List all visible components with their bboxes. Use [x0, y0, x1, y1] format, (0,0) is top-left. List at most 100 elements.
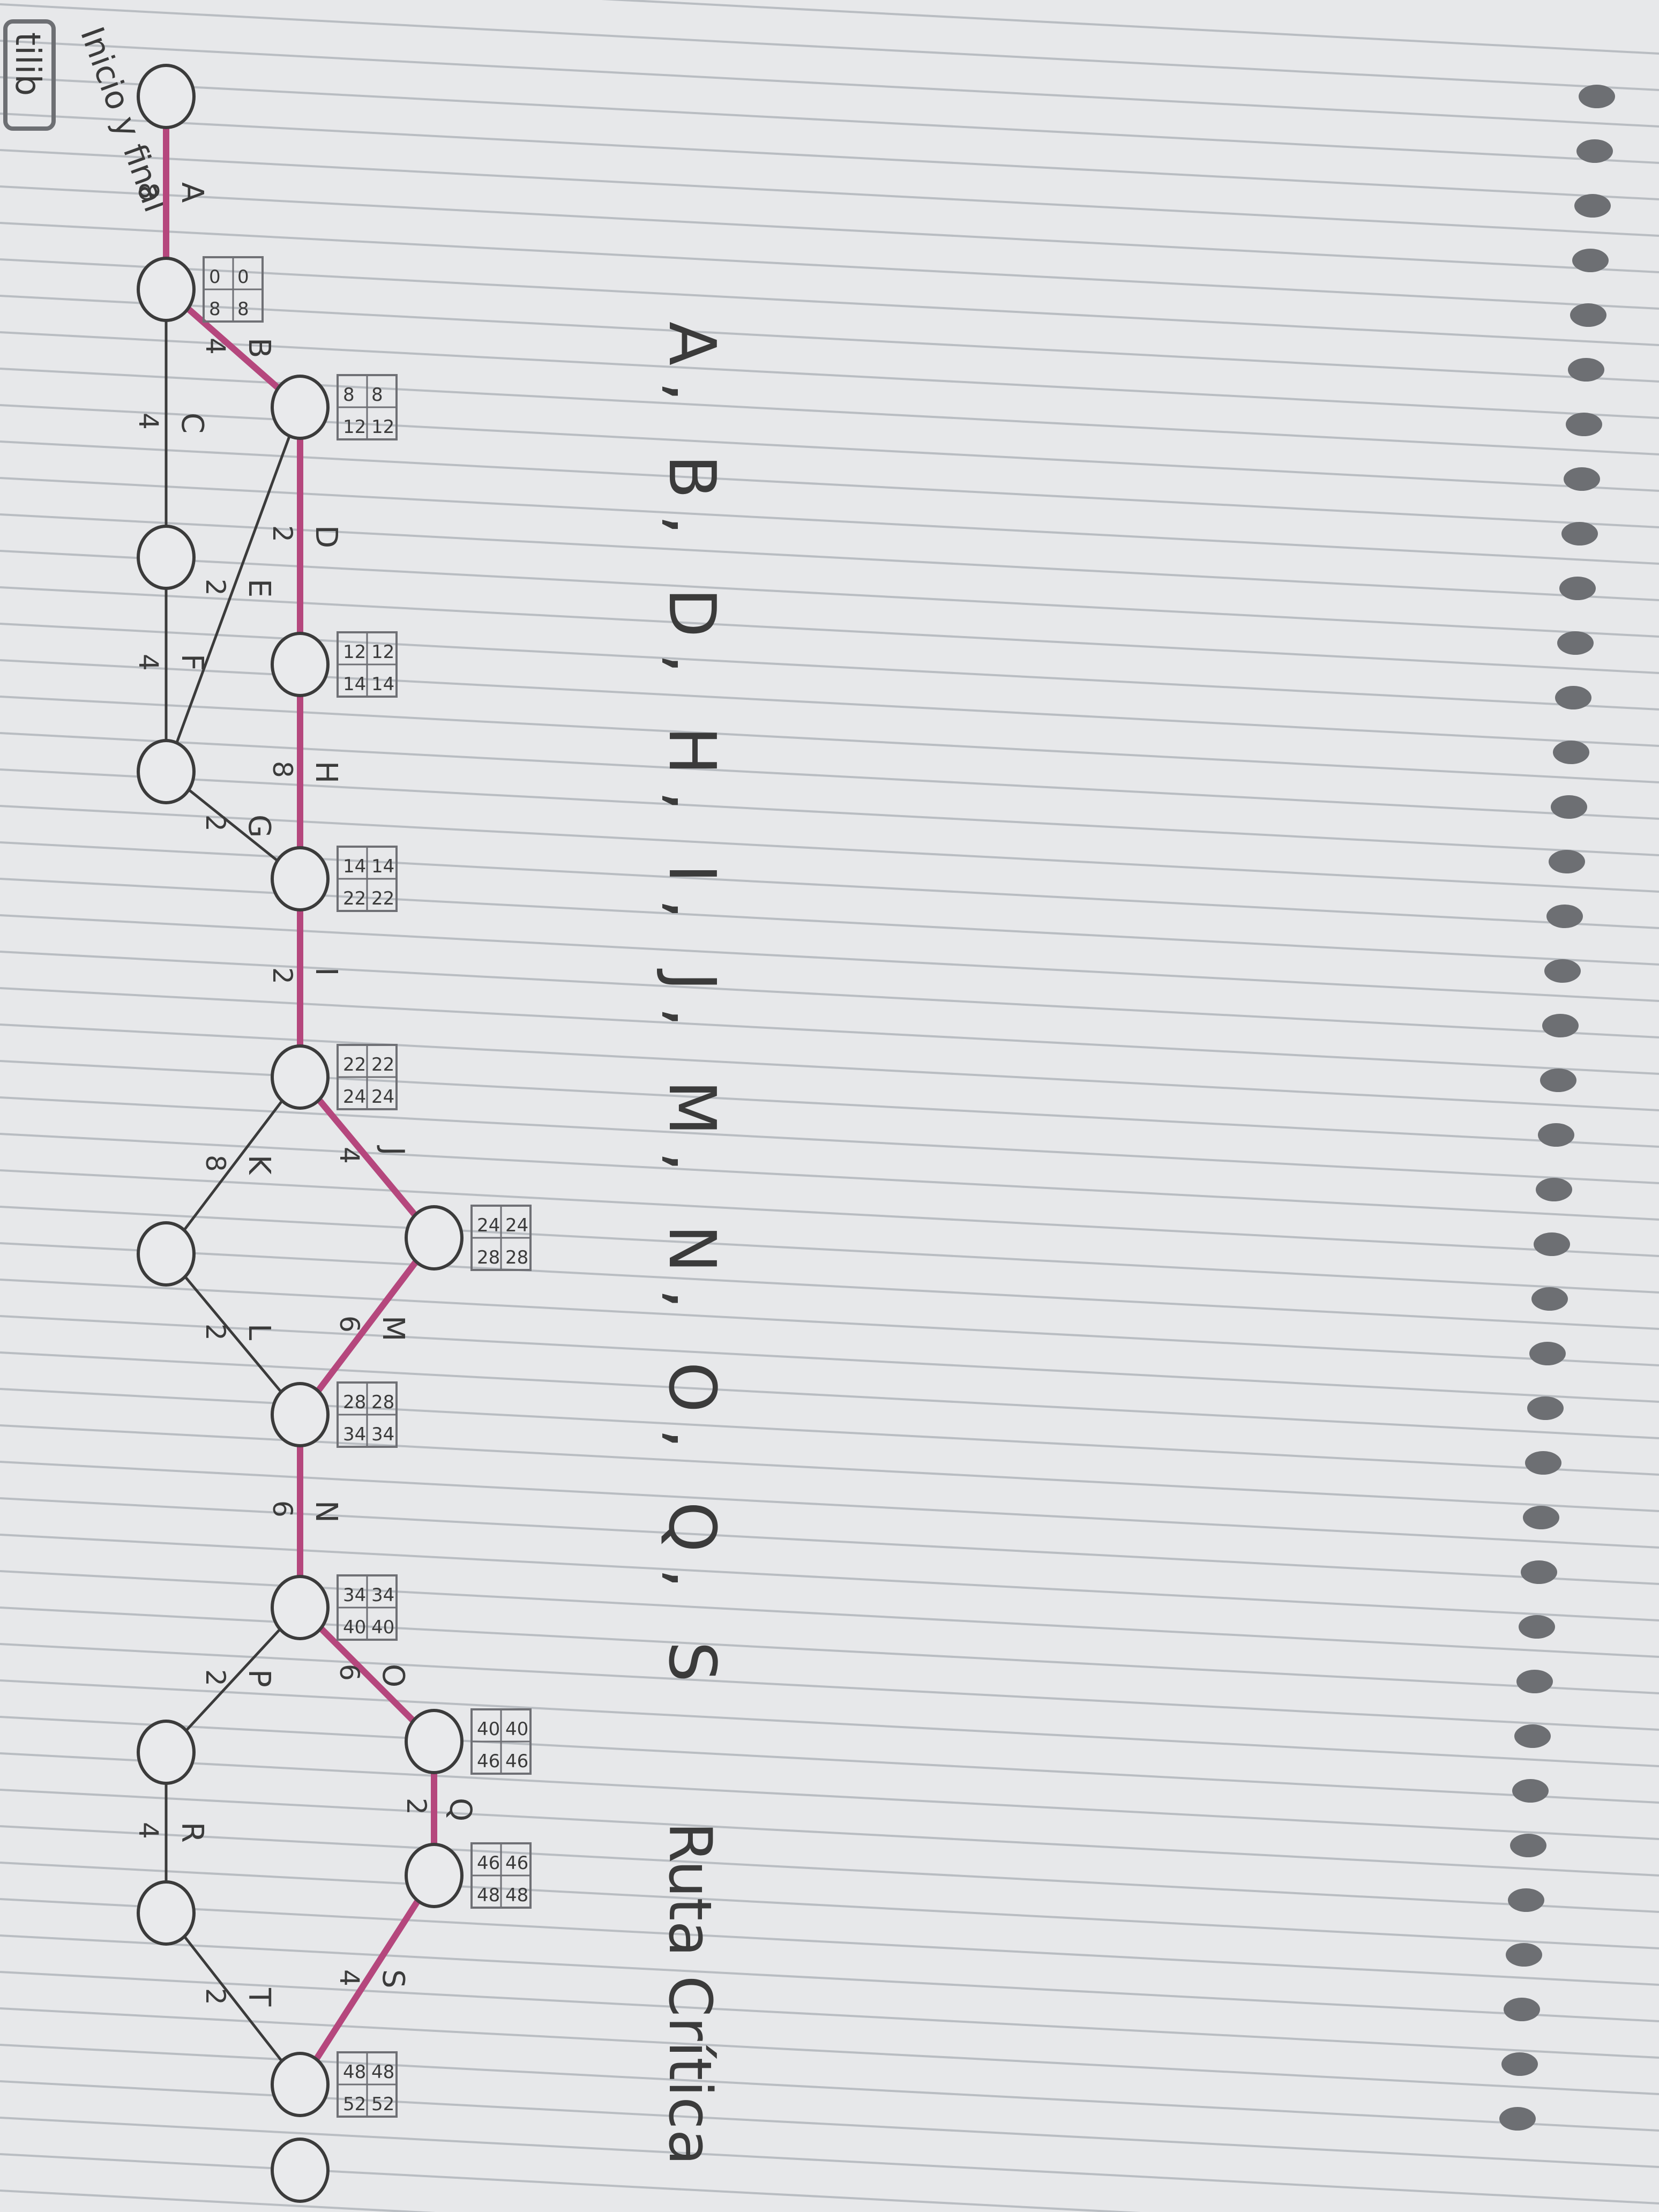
activity-label-T: T: [242, 1987, 276, 2007]
event-node: [405, 1843, 464, 1908]
spiral-hole: [1546, 905, 1583, 928]
event-node: [271, 846, 330, 911]
ruled-line: [0, 1424, 1659, 1512]
activity-edge-L: [165, 1253, 301, 1416]
activity-duration-I: 2: [267, 967, 298, 984]
time-box-value: 14: [371, 674, 394, 695]
ruled-line: [0, 623, 1659, 711]
activity-duration-H: 8: [267, 761, 298, 778]
event-node: [271, 1044, 330, 1110]
activity-duration-E: 2: [200, 579, 231, 596]
time-box-value: 14: [343, 674, 366, 695]
time-box-value: 24: [343, 1086, 366, 1108]
spiral-hole: [1564, 467, 1600, 491]
activity-label-K: K: [242, 1155, 276, 1175]
ruled-line: [0, 1133, 1659, 1221]
spiral-hole: [1499, 2107, 1536, 2131]
time-box-value: 22: [343, 1054, 366, 1075]
ruled-line: [0, 1679, 1659, 1767]
time-box-value: 34: [371, 1424, 394, 1445]
critical-path-label: Ruta Crítica: [656, 1822, 724, 2165]
activity-duration-R: 4: [133, 1822, 164, 1839]
spiral-hole: [1508, 1888, 1544, 1912]
ruled-line: [0, 1279, 1659, 1366]
spiral-hole: [1551, 795, 1587, 819]
time-box-value: 0: [209, 266, 221, 288]
network-nodes: [137, 64, 464, 2203]
time-box-value: 22: [371, 1054, 394, 1075]
activity-label-N: N: [309, 1500, 343, 1523]
ruled-line: [0, 2189, 436, 2212]
ruled-line: [0, 440, 1659, 528]
time-box-value: 34: [371, 1585, 394, 1606]
spiral-hole: [1538, 1123, 1574, 1147]
spiral-hole: [1529, 1342, 1566, 1365]
ruled-line: [0, 951, 1659, 1038]
ruled-line: [0, 1242, 1659, 1330]
activity-duration-L: 2: [200, 1324, 231, 1341]
ruled-line: [0, 1898, 1659, 1986]
time-box-value: 22: [343, 888, 366, 909]
activity-label-F: F: [175, 654, 210, 671]
ruled-line: [0, 1716, 1659, 1804]
ruled-line: [0, 113, 1659, 200]
event-node: [137, 1720, 196, 1785]
spiral-hole: [1536, 1178, 1572, 1201]
activity-label-R: R: [175, 1822, 210, 1843]
activity-duration-P: 2: [200, 1669, 231, 1686]
spiral-hole: [1544, 959, 1581, 983]
time-box-value: 8: [343, 384, 355, 406]
ruled-line: [0, 185, 1659, 273]
time-box-value: 8: [209, 298, 221, 320]
ruled-line: [0, 1169, 1659, 1257]
time-box-value: 28: [505, 1247, 528, 1268]
event-node: [137, 1221, 196, 1287]
ruled-line: [0, 1789, 1659, 1877]
ruled-line: [0, 149, 1659, 237]
activity-duration-F: 4: [133, 654, 164, 671]
activity-label-D: D: [309, 525, 343, 548]
event-node: [405, 1709, 464, 1774]
ruled-line: [0, 3, 1659, 91]
ruled-line: [0, 295, 1659, 383]
spiral-hole: [1504, 1998, 1540, 2021]
ruled-line: [0, 586, 1659, 674]
event-node: [271, 2052, 330, 2117]
spiral-hole: [1523, 1506, 1559, 1529]
time-box-value: 48: [371, 2061, 394, 2083]
ruled-line: [0, 841, 1659, 929]
spiral-hole: [1542, 1014, 1579, 1037]
activity-label-H: H: [309, 761, 343, 783]
ruled-line: [0, 331, 1659, 419]
activity-edge-K: [165, 1076, 301, 1255]
spiral-hole: [1553, 741, 1589, 764]
event-node: [137, 1880, 196, 1946]
spiral-hole: [1570, 303, 1606, 327]
ruled-line: [0, 1534, 1659, 1621]
event-node: [271, 632, 330, 697]
spiral-hole: [1510, 1834, 1546, 1857]
spiral-hole: [1549, 850, 1585, 873]
time-box-value: 8: [237, 298, 249, 320]
ruled-line: [0, 1497, 1659, 1585]
ruled-line: [0, 732, 1659, 820]
ruled-line: [0, 1643, 1659, 1731]
activity-label-C: C: [175, 413, 210, 434]
time-box-value: 34: [343, 1585, 366, 1606]
spiral-hole: [1566, 413, 1602, 436]
time-box-value: 40: [343, 1617, 366, 1638]
activity-edge-M: [297, 1236, 437, 1417]
spiral-hole: [1514, 1724, 1551, 1748]
spiral-hole: [1574, 194, 1611, 218]
activity-label-J: J: [376, 1145, 410, 1156]
ruled-line: [0, 1934, 1659, 2022]
ruled-line: [0, 1351, 1659, 1439]
activity-edge-T: [165, 1912, 301, 2086]
time-box-value: 24: [477, 1215, 500, 1236]
ruled-line: [0, 987, 1659, 1075]
